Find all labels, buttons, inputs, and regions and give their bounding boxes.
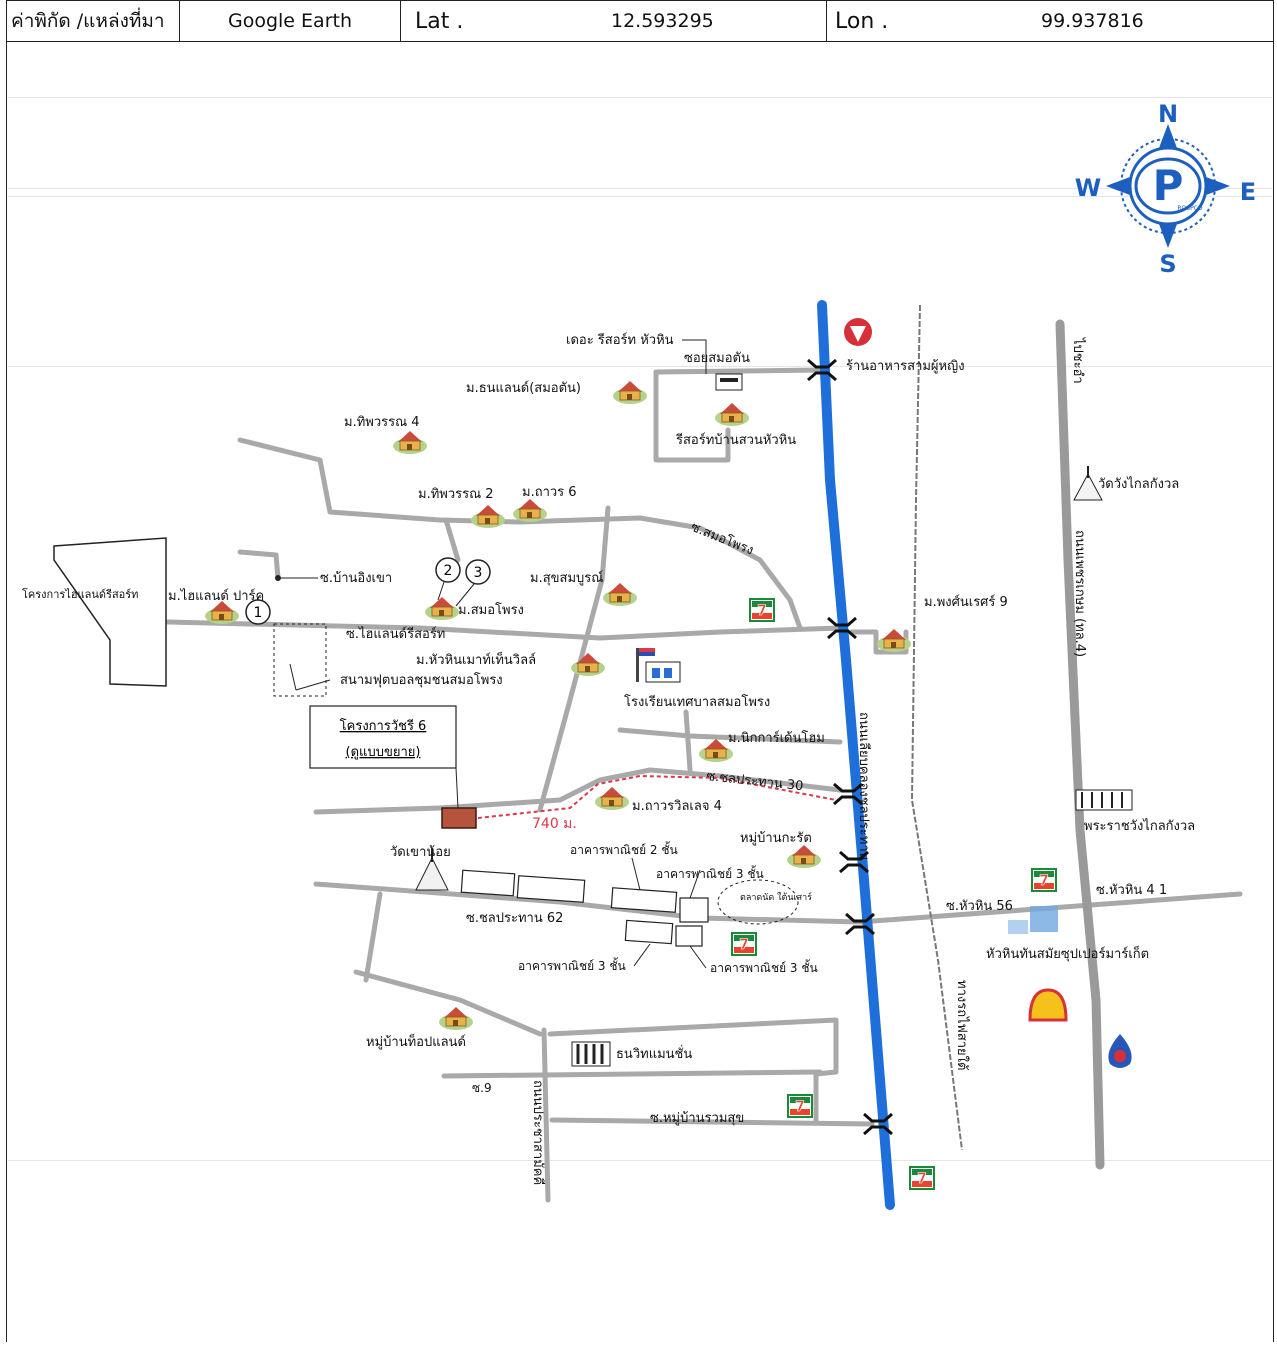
map-labels: เดอะ รีสอร์ท หัวหิน ซอยสมอตัน ร้านอาหารส… (22, 332, 1195, 1185)
svg-text:2: 2 (444, 563, 453, 579)
label-soi-baning: ซ.บ้านอิงเขา (320, 571, 392, 586)
label-soi-samorton: ซอยสมอตัน (684, 351, 750, 366)
compass-s: S (1159, 250, 1176, 278)
label-moo-nikka: ม.นิกการ์เด้นโฮม (728, 730, 825, 746)
label-soi-chonlaprathan30: ซ.ชลประทาน 30 (706, 769, 804, 794)
label-soi-ruamsuk: ซ.หมู่บ้านรวมสุข (650, 1111, 744, 1126)
wat-khaonoi-icon (415, 848, 449, 891)
label-market: ตลาดนัด ใต้นเสาร์ (740, 891, 812, 903)
label-moo-thawon-ville4: ม.ถาวรวิลเลจ 4 (632, 799, 722, 814)
lon-label: Lon . (835, 8, 889, 34)
label-wat-khaonoi: วัดเขาน้อย (390, 845, 451, 860)
label-soi9: ซ.9 (472, 1081, 492, 1095)
commercial-buildings (460, 869, 709, 947)
label-railway: ทางรถไฟสายใต้ (954, 980, 970, 1070)
thanawit-building-icon (571, 1041, 611, 1067)
supermarket-icon (1008, 906, 1058, 934)
coordinate-header: ค่าพิกัด /แหล่งที่มา Google Earth Lat . … (6, 0, 1274, 42)
marker-1[interactable]: 1 (245, 599, 271, 625)
label-soi-chonlaprathan62: ซ.ชลประทาน 62 (466, 911, 563, 926)
label-commercial-3c: อาคารพาณิชย์ 3 ชั้น (710, 959, 818, 975)
compass-south-arrow (1159, 224, 1177, 248)
label-moo-krat: หมู่บ้านกะรัต (740, 831, 812, 846)
compass-north-arrow (1159, 124, 1177, 148)
label-palace: พระราชวังไกลกังวล (1084, 818, 1195, 834)
label-soi-huahin56: ซ.หัวหิน 56 (946, 899, 1013, 914)
label-highland-project: โครงการไฮแลนด์รีสอร์ท (22, 587, 138, 601)
label-moo-topland: หมู่บ้านท็อปแลนด์ (366, 1032, 466, 1050)
label-moo-tipwan4: ม.ทิพวรรณ 4 (344, 415, 420, 430)
compass-e: E (1240, 178, 1256, 206)
label-thanawit: ธนวิทแมนชั่น (616, 1045, 692, 1062)
label-phetkasem-road: ถนนเพชรเกษม (ทล.4) (1072, 530, 1087, 657)
football-field-area (273, 623, 327, 697)
project-name: โครงการวัชรี 6 (340, 718, 427, 734)
label-to-cha-am: ไปชะอำ (1070, 337, 1086, 384)
label-soi-samorphrong: ซ.สมอโพรง (689, 519, 756, 559)
irrigation-canal (817, 300, 895, 1210)
label-commercial-2: อาคารพาณิชย์ 2 ชั้น (570, 841, 678, 857)
label-soi-highland: ซ.ไฮแลนด์รีสอร์ท (346, 626, 445, 642)
label-moo-huahin-mountain: ม.หัวหินเมาท์เท็นวิลล์ (416, 650, 536, 668)
label-moo-suksombun: ม.สุขสมบูรณ์ (530, 570, 603, 586)
soi-samorton-building-icon (715, 373, 743, 391)
restaurant-icon (844, 318, 872, 346)
label-wat-wangklai: วัดวังไกลกังวล (1098, 476, 1179, 492)
distance-route (477, 774, 837, 819)
railway-line (910, 304, 963, 1151)
distance-label: 740 ม. (532, 816, 577, 832)
school-icon (636, 648, 681, 683)
palace-icon (1075, 789, 1133, 811)
road-network (165, 300, 1243, 1210)
compass-rose: P ROSPCO N S E W (1075, 100, 1256, 278)
temple-icon (1073, 466, 1103, 501)
label-resort-bansuan: รีสอร์ทบ้านสวนหัวหิน (675, 432, 796, 448)
label-moo-tipwan2: ม.ทิพวรรณ 2 (418, 487, 494, 502)
compass-logo-caption: ROSPCO (1177, 205, 1203, 212)
coord-source-label: ค่าพิกัด /แหล่งที่มา (7, 1, 180, 41)
compass-n: N (1158, 100, 1178, 128)
lat-label: Lat . (415, 8, 464, 34)
page-frame (6, 0, 1274, 1342)
label-football-field: สนามฟุตบอลชุมชนสมอโพรง (340, 672, 503, 688)
ptt-station-icon (1108, 1034, 1132, 1068)
lat-value: 12.593295 (531, 1, 827, 41)
label-soi-huahin41: ซ.หัวหิน 4 1 (1096, 883, 1167, 898)
label-restaurant: ร้านอาหารสามผู้หญิง (846, 359, 965, 374)
label-moo-samorphrong: ม.สมอโพรง (458, 602, 524, 618)
label-commercial-3a: อาคารพาณิชย์ 3 ชั้น (656, 865, 764, 881)
label-moo-thawon6: ม.ถาวร 6 (522, 485, 577, 500)
source-value: Google Earth (180, 1, 401, 41)
svg-text:1: 1 (254, 605, 263, 621)
label-prachasamakkhi-road: ถนนประชาสามัคคี (530, 1080, 546, 1185)
label-canal-road: ถนนเลียบคลองชลประทาน (856, 712, 872, 861)
project-site-marker[interactable] (441, 807, 477, 829)
compass-west-arrow (1106, 177, 1130, 195)
leader-lines (631, 857, 707, 969)
shell-station-icon (1028, 988, 1068, 1022)
label-commercial-3b: อาคารพาณิชย์ 3 ชั้น (518, 957, 626, 973)
label-moo-highland-park: ม.ไฮแลนด์ ปาร์ค (168, 588, 264, 604)
svg-text:3: 3 (474, 565, 483, 581)
label-resort-thewoods: เดอะ รีสอร์ท หัวหิน (566, 332, 674, 348)
label-supermarket: หัวหินทันสมัยซุปเปอร์มาร์เก็ต (986, 944, 1149, 962)
compass-w: W (1075, 174, 1101, 202)
market-area (717, 879, 799, 925)
compass-east-arrow (1206, 177, 1230, 195)
compass-logo: P (1153, 161, 1184, 210)
project-subtitle: (ดูแบบขยาย) (346, 745, 421, 760)
marker-2[interactable]: 2 (435, 557, 461, 583)
highland-resort-project-area (53, 537, 167, 687)
project-callout-box (309, 705, 457, 769)
marker-3[interactable]: 3 (465, 559, 491, 585)
label-moo-phongsinet: ม.พงศ์นเรศร์ 9 (924, 594, 1008, 610)
label-moo-thanaland: ม.ธนแลนด์(สมอตัน) (466, 380, 581, 396)
lon-value: 99.937816 (1041, 10, 1144, 32)
label-school: โรงเรียนเทศบาลสมอโพรง (624, 694, 770, 710)
